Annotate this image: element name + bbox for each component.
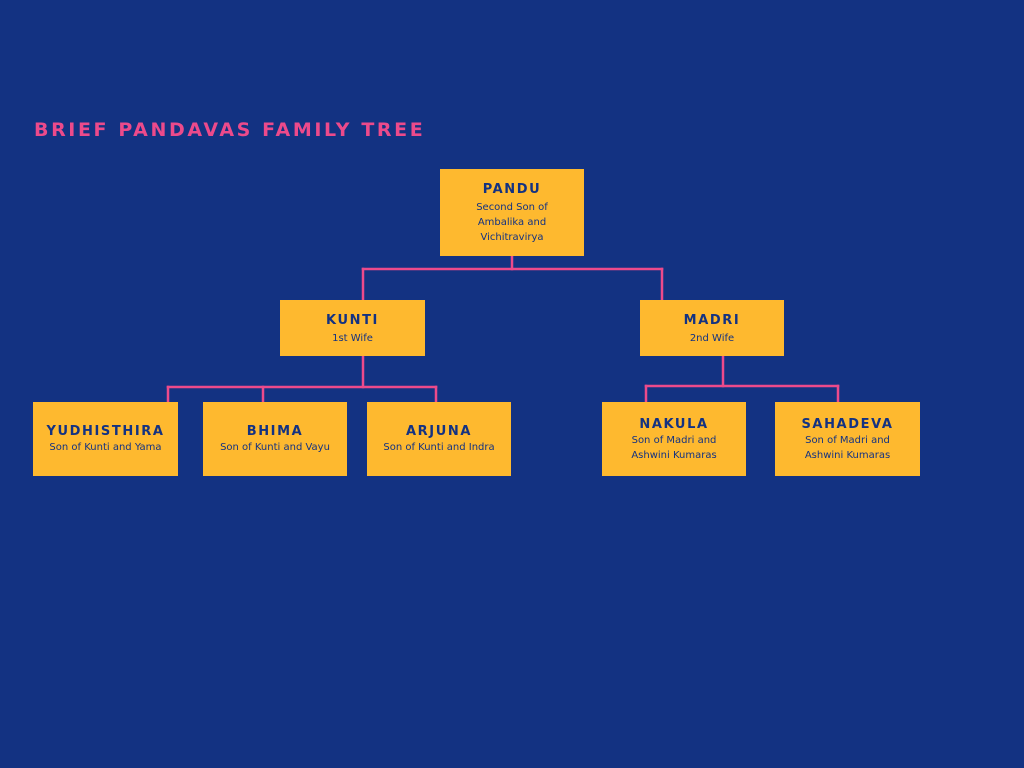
node-sahadeva: SAHADEVA Son of Madri and Ashwini Kumara… (775, 402, 920, 476)
node-yudhisthira: YUDHISTHIRA Son of Kunti and Yama (33, 402, 178, 476)
node-name: PANDU (482, 182, 542, 197)
node-nakula: NAKULA Son of Madri and Ashwini Kumaras (602, 402, 746, 476)
node-description: 2nd Wife (689, 333, 735, 344)
node-description: Son of Madri and Ashwini Kumaras (804, 435, 891, 461)
node-name: NAKULA (639, 417, 709, 432)
node-pandu: PANDU Second Son of Ambalika and Vichitr… (440, 169, 584, 256)
node-name: KUNTI (326, 313, 379, 328)
node-kunti: KUNTI 1st Wife (280, 300, 425, 356)
node-arjuna: ARJUNA Son of Kunti and Indra (367, 402, 511, 476)
node-description: Second Son of Ambalika and Vichitravirya (476, 202, 548, 243)
node-description: Son of Madri and Ashwini Kumaras (631, 435, 717, 461)
node-name: ARJUNA (405, 424, 472, 439)
node-name: MADRI (683, 313, 741, 328)
node-name: SAHADEVA (801, 417, 894, 432)
node-madri: MADRI 2nd Wife (640, 300, 784, 356)
node-description: Son of Kunti and Vayu (220, 442, 330, 453)
node-description: Son of Kunti and Yama (49, 442, 162, 453)
node-description: Son of Kunti and Indra (383, 442, 495, 453)
node-bhima: BHIMA Son of Kunti and Vayu (203, 402, 347, 476)
diagram-title: BRIEF PANDAVAS FAMILY TREE (34, 119, 426, 141)
node-name: YUDHISTHIRA (46, 424, 165, 439)
node-name: BHIMA (246, 424, 304, 439)
node-description: 1st Wife (332, 333, 373, 344)
